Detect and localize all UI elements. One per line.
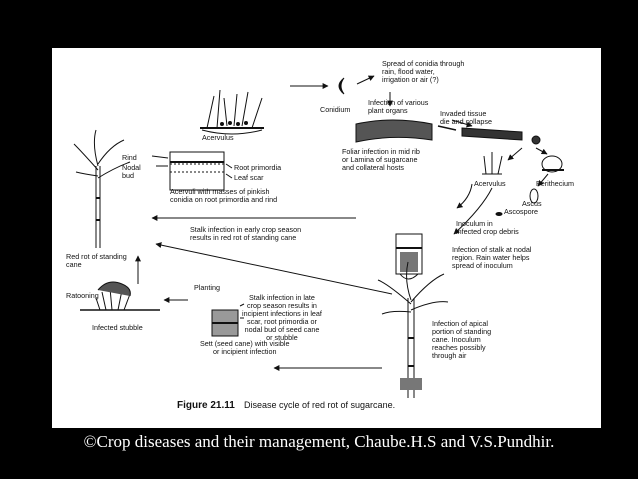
label-stalk-late: Stalk infection in late crop season resu… bbox=[242, 293, 322, 342]
stalk-nodal-drawing bbox=[395, 233, 423, 280]
label-planting: Planting bbox=[194, 283, 220, 292]
acervulus-mid-drawing bbox=[482, 152, 503, 175]
label-ascospore: Ascospore bbox=[504, 207, 538, 216]
label-invaded-tissue: Invaded tissue die and collapse bbox=[440, 109, 492, 126]
figure-number: Figure 21.11 bbox=[177, 400, 235, 411]
sugarcane-right-drawing bbox=[377, 261, 449, 398]
credit-line: ©Crop diseases and their management, Cha… bbox=[83, 432, 555, 451]
sugarcane-left-drawing bbox=[73, 129, 131, 248]
label-perithecium: Perithecium bbox=[536, 179, 574, 188]
arrow-to-invaded-tissue bbox=[451, 119, 473, 128]
label-infected-stubble: Infected stubble bbox=[92, 323, 143, 332]
label-infection-stalk-nodal: Infection of stalk at nodal region. Rain… bbox=[452, 245, 532, 270]
label-ascus: Ascus bbox=[522, 199, 542, 208]
label-foliar-infection: Foliar infection in mid rib or Lamina of… bbox=[342, 147, 420, 172]
label-conidium: Conidium bbox=[320, 105, 351, 114]
stalk-section-drawing bbox=[169, 151, 225, 191]
label-acervulus-mid: Acervulus bbox=[474, 179, 506, 188]
label-leaf-scar: Leaf scar bbox=[234, 173, 264, 182]
infected-stubble-drawing bbox=[80, 281, 160, 311]
arrow-apical-to-left bbox=[155, 242, 393, 295]
acervulus-drawing bbox=[200, 89, 264, 135]
leaf-tissue-drawing bbox=[355, 119, 541, 145]
label-infection-various: Infection of various plant organs bbox=[368, 98, 429, 115]
disease-cycle-drawing bbox=[73, 75, 564, 398]
label-inoculum-debris: Inoculum in infected crop debris bbox=[456, 219, 519, 236]
figure-caption: Disease cycle of red rot of sugarcane. bbox=[244, 400, 396, 410]
sett-drawing bbox=[211, 309, 239, 337]
label-infection-apical: Infection of apical portion of standing … bbox=[432, 319, 492, 360]
label-acervulus-top: Acervulus bbox=[202, 133, 234, 142]
arrow-conidium-spread bbox=[356, 75, 375, 85]
label-ratooning: Ratooning bbox=[66, 291, 99, 300]
label-nodal-bud: Nodal bud bbox=[122, 163, 141, 180]
label-root-primordia: Root primordia bbox=[234, 163, 282, 172]
label-acervuli-masses: Acervuli with masses of pinkish conidia … bbox=[170, 187, 278, 204]
diagram-panel: Spread of conidia through rain, flood wa… bbox=[52, 48, 601, 428]
perithecium-drawing bbox=[529, 155, 564, 204]
conidium-drawing bbox=[338, 77, 345, 95]
label-sett: Sett (seed cane) with visible or incipie… bbox=[200, 339, 290, 356]
label-spread-conidia: Spread of conidia through rain, flood wa… bbox=[382, 59, 465, 84]
label-rind: Rind bbox=[122, 153, 137, 162]
label-red-rot-standing: Red rot of standing cane bbox=[66, 252, 127, 269]
label-stalk-early: Stalk infection in early crop season res… bbox=[190, 225, 302, 242]
